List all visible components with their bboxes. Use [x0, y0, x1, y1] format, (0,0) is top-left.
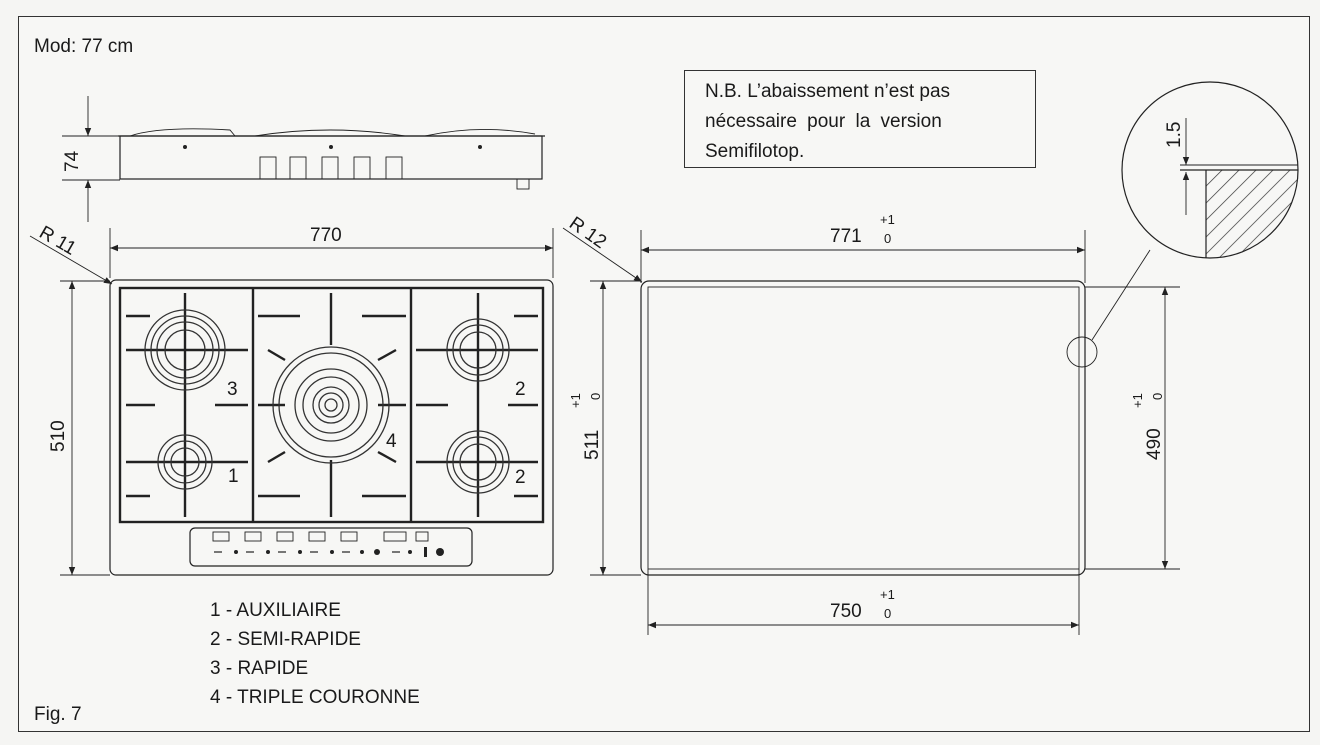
cutout-left-tol-plus: +1 [568, 393, 583, 408]
cutout-top-tol-plus: +1 [880, 212, 895, 227]
model-label: Mod: 77 cm [34, 36, 133, 57]
cutout-left-tol-zero: 0 [588, 393, 603, 400]
burner-marker-4: 4 [386, 431, 397, 452]
figure-frame [18, 16, 1310, 732]
figure-label: Fig. 7 [34, 704, 82, 725]
cutout-top-width-label: 771 [830, 226, 862, 247]
control-panel [189, 527, 473, 567]
hob-top-view: 770 510 R 11 [29, 222, 554, 576]
note-line-1: N.B. L’abaissement n’est pas [705, 81, 951, 102]
legend-item-3: 3 - RAPIDE [210, 658, 309, 679]
cutout-bottom-tol-plus: +1 [880, 587, 895, 602]
burner-rapid [144, 309, 226, 391]
burner-marker-3: 3 [227, 379, 238, 400]
note-line-2: nécessaire pour la version [705, 111, 942, 132]
hob-radius-label: R 11 [36, 222, 80, 260]
note-box: N.B. L’abaissement n’est pas nécessaire … [684, 70, 1036, 168]
burner-semi-rapid-bottom [446, 430, 510, 494]
burner-marker-2-top: 2 [515, 379, 526, 400]
cutout-bottom-width-label: 750 [830, 601, 862, 622]
cutout-bottom-tol-zero: 0 [884, 606, 891, 621]
hob-width-label: 770 [310, 225, 342, 246]
burner-auxiliary [157, 434, 213, 490]
detail-magnifier: 1.5 [1121, 81, 1299, 259]
cutout-right-tol-zero: 0 [1150, 393, 1165, 400]
hob-height-label: 74 [62, 150, 83, 172]
burner-marker-1: 1 [228, 466, 239, 487]
cutout-top-tol-zero: 0 [884, 231, 891, 246]
burner-semi-rapid-top [446, 318, 510, 382]
cutout-left-depth-label: 511 [582, 430, 603, 460]
note-line-3: Semifilotop. [705, 141, 805, 162]
burner-legend: 1 - AUXILIAIRE 2 - SEMI-RAPIDE 3 - RAPID… [210, 596, 420, 712]
burner-marker-2-bottom: 2 [515, 467, 526, 488]
hob-side-view: 74 [62, 96, 545, 222]
legend-item-1: 1 - AUXILIAIRE [210, 600, 341, 621]
cutout-right-depth-label: 490 [1144, 428, 1165, 460]
legend-item-4: 4 - TRIPLE COURONNE [210, 687, 420, 708]
cutout-right-tol-plus: +1 [1130, 393, 1145, 408]
cutout-view: R 12 771 +1 0 511 +1 0 490 +1 0 750 +1 0 [562, 212, 1180, 635]
legend-item-2: 2 - SEMI-RAPIDE [210, 629, 361, 650]
hob-depth-label: 510 [48, 420, 69, 452]
cutout-radius-label: R 12 [565, 213, 610, 253]
control-knobs [212, 531, 429, 542]
burner-triple-crown [272, 346, 390, 464]
detail-step-label: 1.5 [1164, 122, 1185, 148]
